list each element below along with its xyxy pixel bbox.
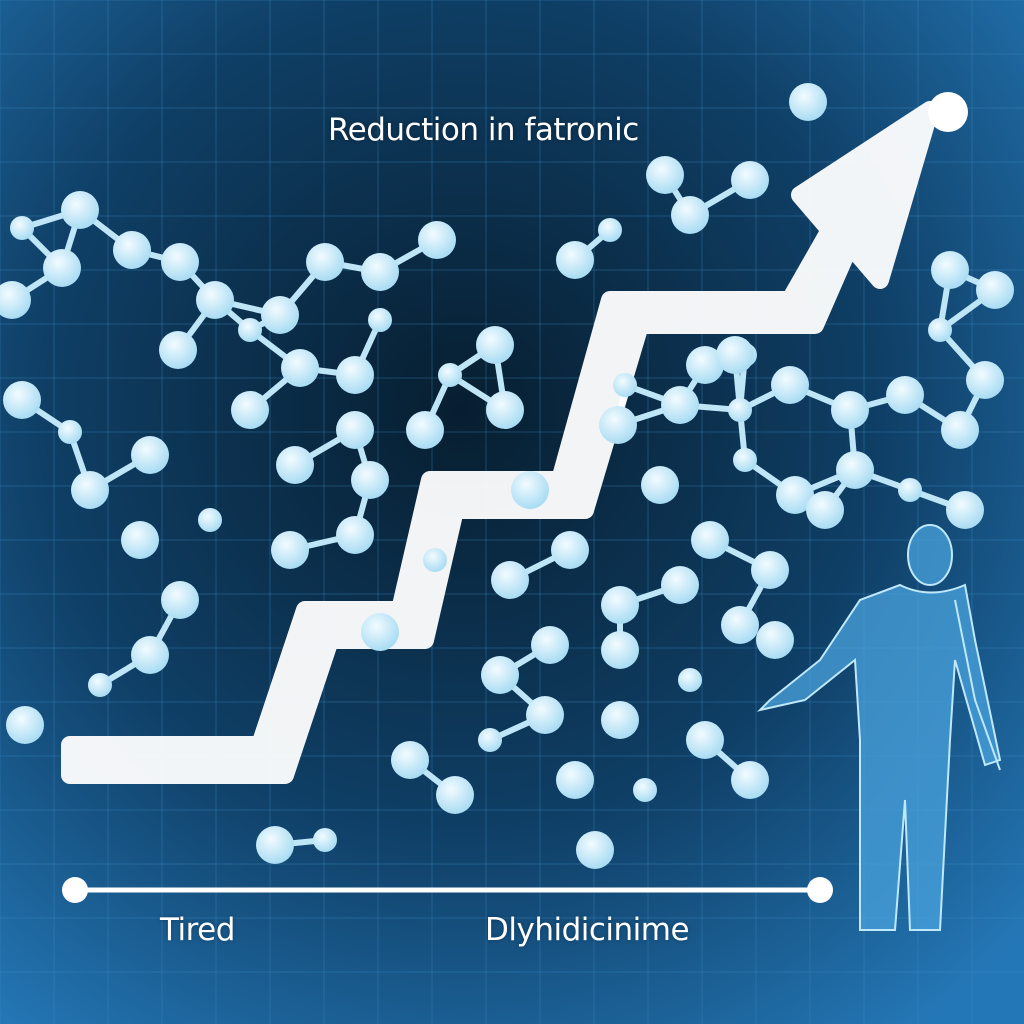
atom <box>336 356 374 394</box>
atom <box>721 606 759 644</box>
atom <box>531 626 569 664</box>
atom <box>161 581 199 619</box>
timeline-start-label: Tired <box>160 912 235 948</box>
atom <box>728 398 752 422</box>
atom <box>771 366 809 404</box>
atom <box>946 491 984 529</box>
atom <box>476 326 514 364</box>
atom <box>486 391 524 429</box>
atom <box>3 381 41 419</box>
atom <box>601 631 639 669</box>
atom <box>478 728 502 752</box>
atom <box>976 271 1014 309</box>
atom <box>686 721 724 759</box>
atom <box>131 436 169 474</box>
atom <box>806 491 844 529</box>
chart-title: Reduction in fatronic <box>328 112 639 148</box>
atom <box>159 331 197 369</box>
atom <box>368 308 392 332</box>
atom <box>88 673 112 697</box>
atom <box>686 346 724 384</box>
atom <box>511 471 549 509</box>
atom <box>598 218 622 242</box>
atom <box>436 776 474 814</box>
atom <box>10 216 34 240</box>
atom <box>646 156 684 194</box>
atom <box>231 391 269 429</box>
atom <box>361 613 399 651</box>
atom <box>831 391 869 429</box>
atom <box>751 551 789 589</box>
atom <box>941 411 979 449</box>
atom <box>613 373 637 397</box>
atom <box>556 241 594 279</box>
atom <box>71 471 109 509</box>
atom <box>271 531 309 569</box>
atom <box>113 231 151 269</box>
atom <box>196 281 234 319</box>
atom <box>351 461 389 499</box>
atom <box>276 446 314 484</box>
atom <box>121 521 159 559</box>
atom <box>551 531 589 569</box>
atom <box>601 701 639 739</box>
atom <box>281 349 319 387</box>
atom <box>731 161 769 199</box>
atom <box>0 281 31 319</box>
atom <box>966 361 1004 399</box>
atom <box>58 420 82 444</box>
atom <box>789 83 827 121</box>
atom <box>556 761 594 799</box>
atom <box>418 221 456 259</box>
atom <box>731 761 769 799</box>
atom <box>641 466 679 504</box>
atom <box>633 778 657 802</box>
atom <box>198 508 222 532</box>
atom <box>306 243 344 281</box>
atom <box>361 253 399 291</box>
atom <box>661 386 699 424</box>
atom <box>238 318 262 342</box>
atom <box>391 741 429 779</box>
atom <box>836 451 874 489</box>
atom <box>898 478 922 502</box>
atom <box>6 706 44 744</box>
atom <box>131 636 169 674</box>
atom <box>491 561 529 599</box>
atom <box>756 621 794 659</box>
atom <box>526 696 564 734</box>
atom <box>423 548 447 572</box>
atom <box>733 448 757 472</box>
atom <box>161 243 199 281</box>
atom <box>678 668 702 692</box>
atom <box>576 831 614 869</box>
atom <box>691 521 729 559</box>
atom <box>336 411 374 449</box>
atom <box>406 411 444 449</box>
atom <box>716 336 754 374</box>
atom <box>601 586 639 624</box>
timeline-end-label: Dlyhidicinime <box>485 912 690 948</box>
atom <box>61 191 99 229</box>
atom <box>313 828 337 852</box>
atom <box>481 656 519 694</box>
atom <box>438 363 462 387</box>
atom <box>928 318 952 342</box>
atom <box>336 516 374 554</box>
atom <box>43 249 81 287</box>
atom <box>661 566 699 604</box>
timeline-axis <box>62 877 833 903</box>
atom <box>256 826 294 864</box>
human-figure-icon <box>756 524 1002 931</box>
atom <box>931 251 969 289</box>
atom <box>776 476 814 514</box>
atom <box>671 196 709 234</box>
atom <box>886 376 924 414</box>
atom <box>261 296 299 334</box>
atom <box>599 406 637 444</box>
